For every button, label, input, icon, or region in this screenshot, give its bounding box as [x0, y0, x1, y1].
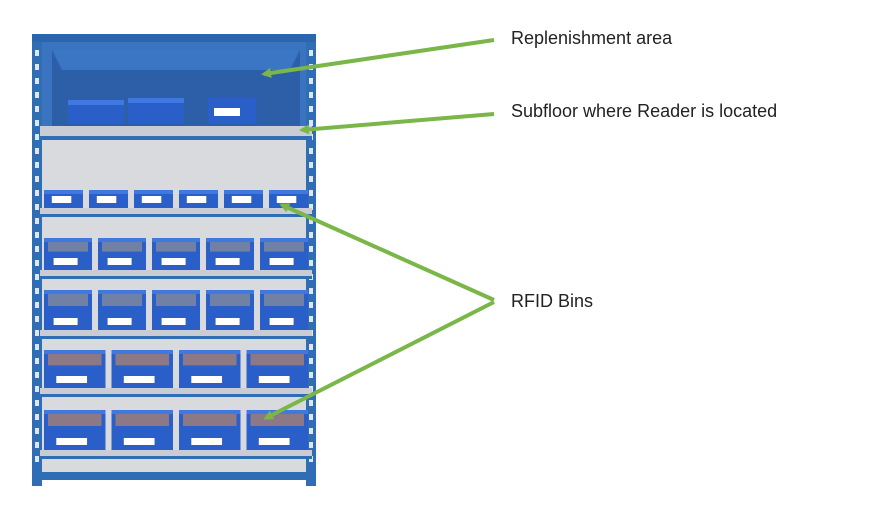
- shelving-unit: [32, 34, 316, 486]
- base-shelf: [40, 472, 312, 480]
- arrow-rfid-upper: [279, 203, 495, 302]
- label-subfloor: Subfloor where Reader is located: [511, 101, 778, 121]
- shelf-row: [40, 290, 312, 339]
- replenishment-bins: [68, 98, 256, 124]
- label-rfid-bins: RFID Bins: [511, 291, 594, 311]
- shelf-row: [40, 350, 312, 397]
- shelf-row: [40, 190, 312, 217]
- label-replenishment-area: Replenishment area: [511, 28, 673, 48]
- arrow-replenishment: [261, 38, 495, 78]
- arrows: [261, 38, 495, 420]
- arrow-subfloor: [299, 112, 495, 135]
- subfloor: [40, 126, 312, 136]
- shelf-row: [40, 238, 312, 279]
- shelf-row: [40, 410, 312, 459]
- arrow-rfid-lower: [263, 300, 495, 420]
